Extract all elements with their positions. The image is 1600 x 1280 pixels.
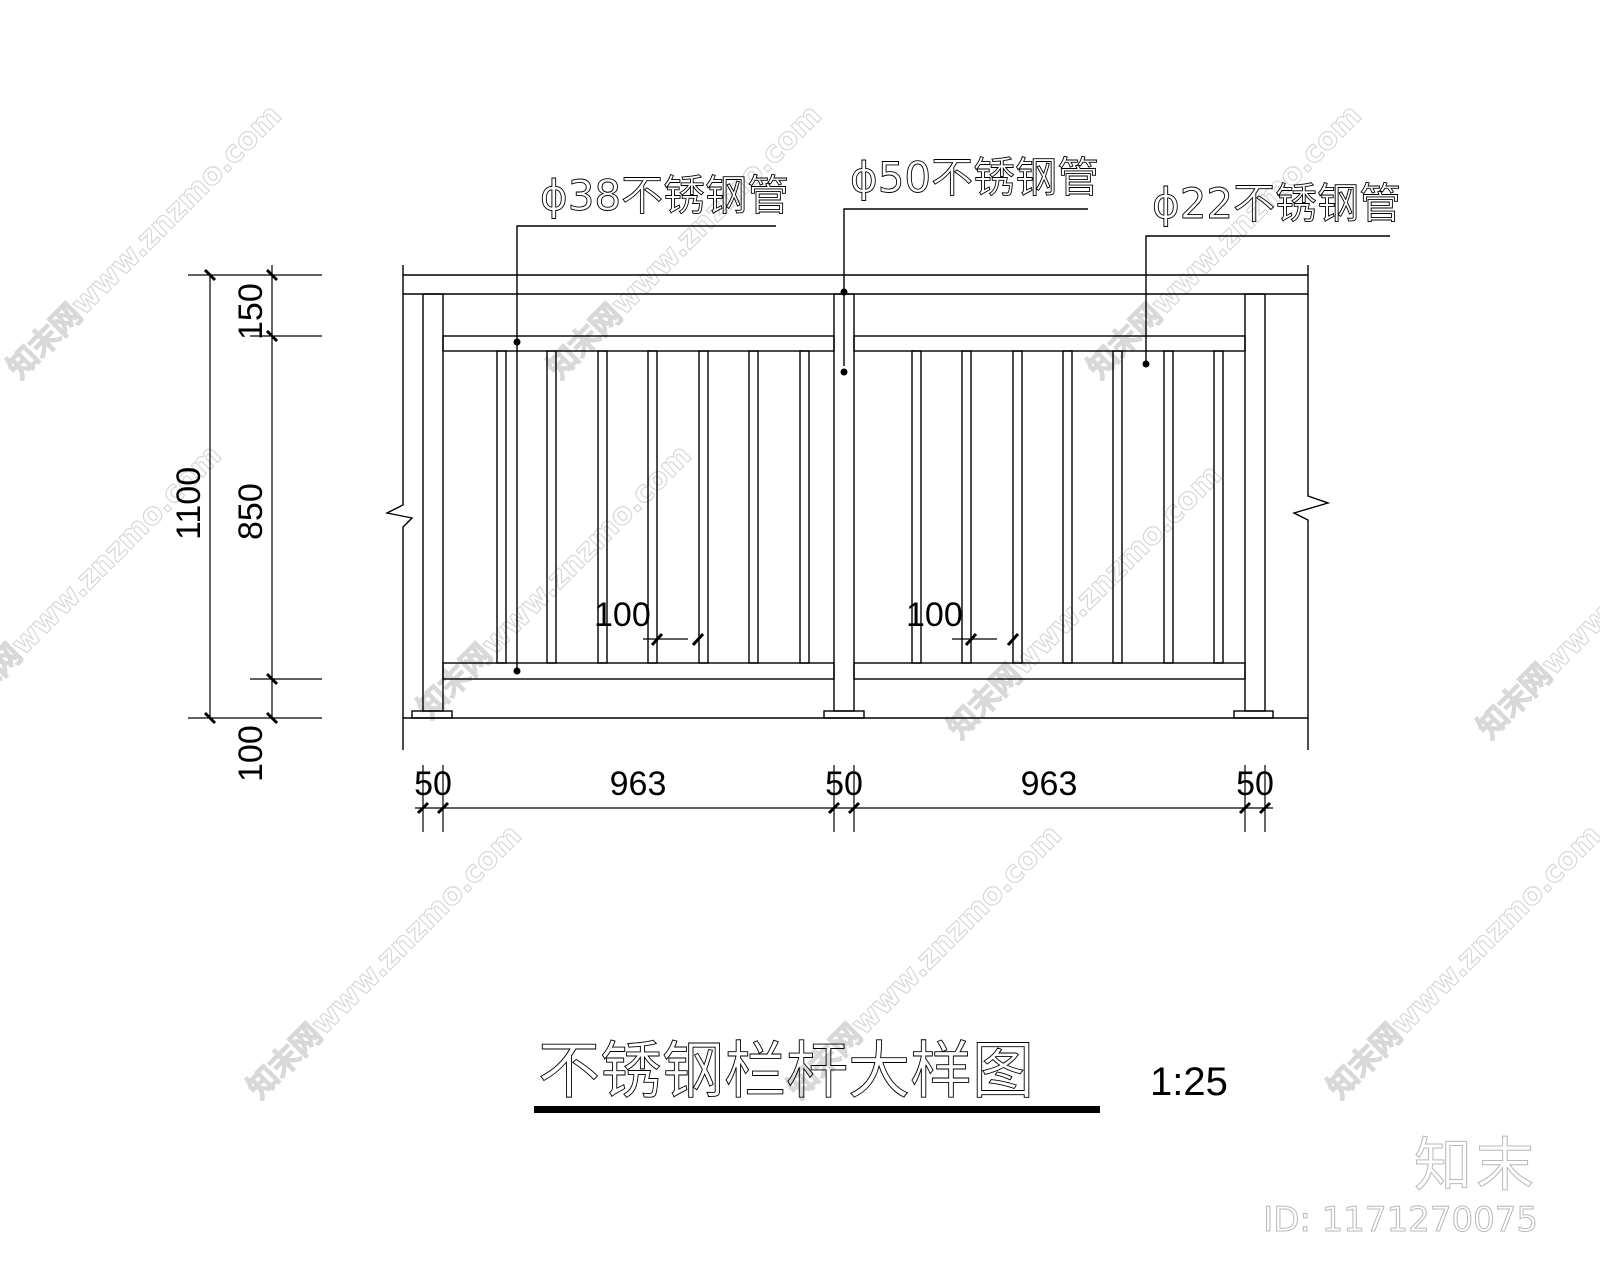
watermark-text: 知末网www.znzmo.com xyxy=(1,98,289,386)
upper-rail-left xyxy=(442,335,835,352)
horizontal-dimensions xyxy=(415,765,1273,832)
watermark-text: 知末网www.znzmo.com xyxy=(941,458,1229,746)
dim-post-right: 50 xyxy=(1236,765,1274,803)
leader-pipe-50 xyxy=(843,208,1088,366)
baluster xyxy=(1163,350,1174,664)
leader-pipe-38 xyxy=(516,225,776,672)
baluster xyxy=(911,350,922,664)
watermark-text: 知末网www.znzmo.com xyxy=(541,98,829,386)
base-plate-right xyxy=(1233,710,1274,719)
lower-rail-left xyxy=(442,662,835,680)
dim-baluster-spacing-left: 100 xyxy=(594,596,651,634)
watermark-text: 知末网www.znzmo.com xyxy=(411,438,699,726)
baluster-spacing-ticks xyxy=(650,632,1020,647)
leader-dot xyxy=(840,288,848,296)
baluster xyxy=(799,350,810,664)
dim-middle-height: 850 xyxy=(232,483,270,540)
balusters-left-bay xyxy=(496,350,810,664)
upper-rail-right xyxy=(853,335,1246,352)
watermark-text: 知末网www.znzmo.com xyxy=(1081,98,1369,386)
leader-pipe-22 xyxy=(1145,235,1390,364)
label-pipe-38: ϕ38不锈钢管 xyxy=(540,171,789,220)
baluster xyxy=(748,350,759,664)
base-plate-center xyxy=(823,710,865,719)
post-left xyxy=(422,293,444,712)
right-break-line xyxy=(1292,265,1331,750)
leader-dot xyxy=(513,338,521,346)
leader-dots xyxy=(513,288,1150,675)
brand-logo: 知末 xyxy=(1413,1131,1538,1200)
leader-dot xyxy=(840,368,848,376)
baluster xyxy=(1213,350,1224,664)
baluster xyxy=(961,350,972,664)
post-right xyxy=(1244,293,1266,712)
baluster xyxy=(597,350,608,664)
baluster xyxy=(1112,350,1123,664)
dim-bottom-height: 100 xyxy=(232,725,270,782)
watermark-text: 知末网www.znzmo.com xyxy=(241,818,529,1106)
vertical-dimension-ticks xyxy=(203,268,279,725)
lower-rail-right xyxy=(853,662,1246,680)
leader-dot xyxy=(1142,360,1150,368)
dim-total-height: 1100 xyxy=(170,467,208,540)
dim-post-center: 50 xyxy=(825,765,863,803)
baluster xyxy=(698,350,709,664)
dim-baluster-spacing-right: 100 xyxy=(906,596,963,634)
dim-bay-right: 963 xyxy=(1021,765,1078,803)
label-pipe-50: ϕ50不锈钢管 xyxy=(850,153,1099,202)
dim-post-left: 50 xyxy=(414,765,452,803)
label-pipe-22: ϕ22不锈钢管 xyxy=(1152,179,1401,228)
brand-id: ID: 1171270075 xyxy=(1263,1200,1539,1241)
balusters-right-bay xyxy=(911,350,1224,664)
baluster xyxy=(546,350,557,664)
watermark-text: 知末网www.znzmo.com xyxy=(1321,818,1600,1106)
railing-geometry xyxy=(384,208,1390,750)
title-underline xyxy=(534,1106,1100,1113)
drawing-scale: 1:25 xyxy=(1150,1060,1228,1104)
horizontal-dimension-ticks xyxy=(416,801,1272,815)
base-plate-left xyxy=(411,710,453,719)
baluster xyxy=(647,350,658,664)
dim-bay-left: 963 xyxy=(610,765,667,803)
dim-top-height: 150 xyxy=(232,283,270,340)
baluster xyxy=(1012,350,1023,664)
watermark-text: 知末网www.znzmo.com xyxy=(1471,458,1600,746)
leader-dot xyxy=(513,667,521,675)
left-break-line xyxy=(384,265,414,750)
baluster xyxy=(1062,350,1073,664)
drawing-title: 不锈钢栏杆大样图 xyxy=(538,1034,1034,1107)
baluster xyxy=(496,350,507,664)
